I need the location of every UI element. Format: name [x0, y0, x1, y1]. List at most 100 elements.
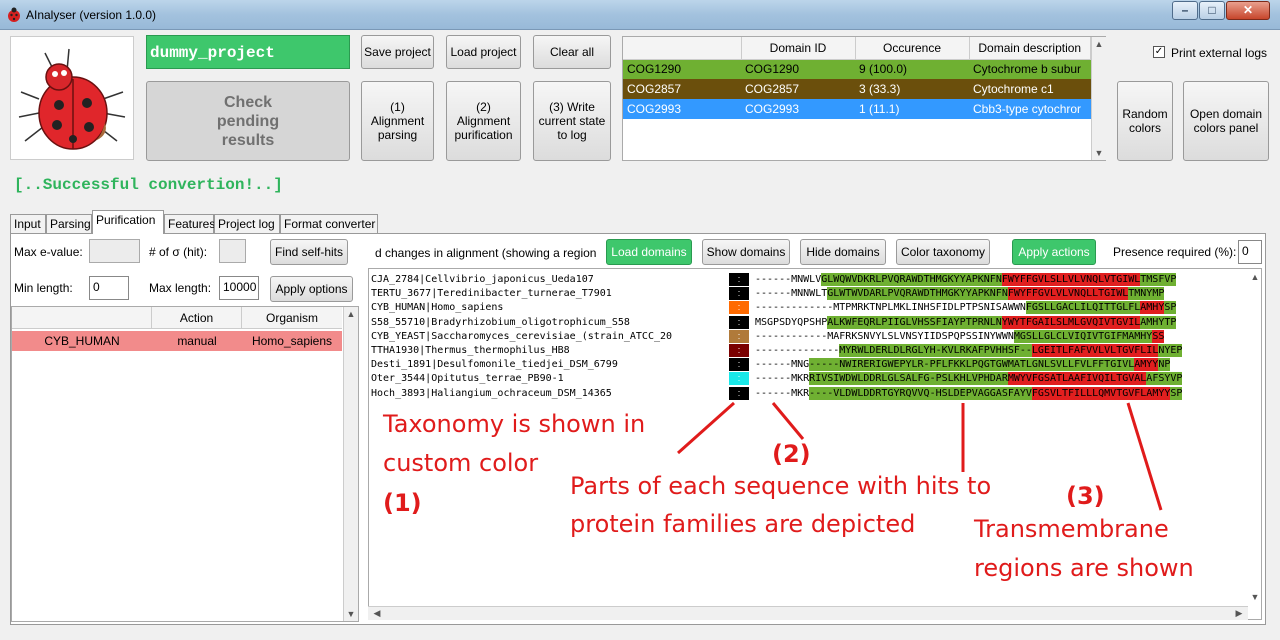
sequence-segment: MRKTNPLMKLINHSFIDLPTPSNISAWWN: [851, 301, 1026, 315]
sequence-name[interactable]: Hoch_3893|Haliangium_ochraceum_DSM_14365: [371, 387, 612, 399]
minimize-button[interactable]: –: [1172, 1, 1198, 20]
domain-hit-segment: SP: [1170, 386, 1183, 400]
presence-required-label: Presence required (%):: [1113, 245, 1237, 259]
print-logs-checkbox[interactable]: ✓: [1153, 46, 1165, 58]
write-state-label: (3) Write current state to log: [538, 100, 606, 142]
alignment-purification-button[interactable]: (2) Alignment purification: [446, 81, 521, 161]
sequence-segment: ------MKR: [755, 387, 810, 399]
save-project-button[interactable]: Save project: [361, 35, 434, 69]
description-cell: Cytochrome b subur: [973, 62, 1082, 77]
domain-hit-segment: ALKWFEQRLPIIGLVHSSFIAYPTPRNLN: [827, 315, 1002, 329]
presence-required-input[interactable]: 0: [1238, 240, 1262, 264]
max-evalue-input[interactable]: [89, 239, 140, 263]
load-domains-button[interactable]: Load domains: [606, 239, 692, 265]
minimize-icon: –: [1181, 3, 1189, 17]
annotation-number-1: (1): [383, 489, 422, 517]
annotation-number-3: (3): [1066, 482, 1105, 510]
sequence-name[interactable]: CYB_YEAST|Saccharomyces_cerevisiae_(stra…: [371, 330, 673, 342]
close-window-button[interactable]: ✕: [1226, 1, 1270, 20]
sigma-label: # of σ (hit):: [149, 245, 208, 259]
description-cell: Cbb3-type cytochror: [973, 102, 1082, 116]
sequence-name[interactable]: TTHA1930|Thermus_thermophilus_HB8: [371, 345, 570, 356]
col-header-domain-description[interactable]: Domain description: [969, 37, 1091, 60]
sigma-input[interactable]: [219, 239, 246, 263]
scroll-down-icon[interactable]: ▼: [1094, 148, 1104, 158]
alignment-scroll-up-icon[interactable]: ▲: [1250, 272, 1260, 282]
domain-hit-segment: MYRWLDERLDLRGLYH-KVLRKAFPVHHSF--: [839, 344, 1032, 357]
max-length-input[interactable]: 10000: [219, 276, 259, 300]
list-scroll-up-icon[interactable]: ▲: [346, 309, 356, 319]
apply-actions-button[interactable]: Apply actions: [1012, 239, 1096, 265]
sequence-segment: ------------MAFRKSNVYLSLVNSYI: [755, 330, 930, 342]
domain-hit-segment: MGSLLGLCLVIQIVTGIFMAMHY: [1013, 329, 1153, 343]
tab-parsing[interactable]: Parsing: [46, 214, 92, 234]
sequence-segment: ------MKR: [755, 373, 810, 385]
sequence-segment: IDSPQPSSINYWWN: [929, 329, 1014, 343]
clear-all-button[interactable]: Clear all: [533, 35, 611, 69]
domain-hit-segment: RIVSIWDWLDDRLGLSALFG-PSLKHLVPHDAR: [809, 372, 1008, 386]
random-colors-button[interactable]: Random colors: [1117, 81, 1173, 161]
domain-hit-segment: TMNYMP: [1128, 287, 1165, 301]
sequence-name[interactable]: S58_55710|Bradyrhizobium_oligotrophicum_…: [371, 316, 630, 328]
list-item[interactable]: CYB_HUMAN manual Homo_sapiens: [12, 331, 342, 351]
sequence-name[interactable]: CYB_HUMAN|Homo_sapiens: [371, 302, 504, 314]
sequence-name[interactable]: CJA_2784|Cellvibrio_japonicus_Ueda107: [371, 274, 594, 285]
domain-hit-segment: AFSYVP: [1146, 372, 1183, 386]
tab-format-converter[interactable]: Format converter: [280, 214, 378, 234]
tab-project-log[interactable]: Project log: [214, 214, 280, 234]
taxonomy-color-marker: :: [729, 344, 749, 357]
color-taxonomy-button[interactable]: Color taxonomy: [896, 239, 990, 265]
tab-purification[interactable]: Purification: [92, 210, 164, 234]
domains-scrollbar[interactable]: ▲ ▼: [1091, 37, 1106, 160]
list-col-organism[interactable]: Organism: [265, 311, 318, 325]
find-self-hits-button[interactable]: Find self-hits: [270, 239, 348, 265]
alignment-parsing-button[interactable]: (1) Alignment parsing: [361, 81, 434, 161]
col-header-domain-id[interactable]: Domain ID: [741, 37, 856, 60]
domain-colors-panel-button[interactable]: Open domain colors panel: [1183, 81, 1269, 161]
list-item-name: CYB_HUMAN: [44, 334, 120, 348]
occurence-cell: 3 (33.3): [859, 82, 901, 96]
show-domains-button[interactable]: Show domains: [702, 239, 790, 265]
taxonomy-color-marker: :: [729, 287, 749, 301]
domain-id-cell: COG2857: [745, 82, 800, 96]
alignment-hscrollbar[interactable]: ◀ ▶: [368, 606, 1248, 620]
tab-input[interactable]: Input: [10, 214, 46, 234]
sequence-name[interactable]: Desti_1891|Desulfomonile_tiedjei_DSM_679…: [371, 359, 618, 371]
domain-color-cell: COG2993: [627, 102, 682, 116]
maximize-button[interactable]: □: [1199, 1, 1225, 20]
domain-hit-segment: FGSLLGACLILQITTGLFL: [1025, 301, 1141, 315]
check-pending-results-button[interactable]: Check pending results: [146, 81, 350, 161]
apply-options-button[interactable]: Apply options: [270, 276, 353, 302]
sequence-name[interactable]: TERTU_3677|Teredinibacter_turnerae_T7901: [371, 288, 612, 300]
transmembrane-segment: YWYTFGAILSLMLGVQIVTGVIL: [1001, 315, 1141, 329]
window-title: AInalyser (version 1.0.0): [26, 8, 157, 22]
tab-features[interactable]: Features: [164, 214, 215, 234]
purification-list-scrollbar[interactable]: ▲ ▼: [343, 307, 358, 621]
hide-domains-button[interactable]: Hide domains: [800, 239, 886, 265]
scroll-up-icon[interactable]: ▲: [1094, 39, 1104, 49]
min-length-input[interactable]: 0: [89, 276, 129, 300]
sequence-segment: -------------MTP: [755, 302, 852, 314]
list-col-action[interactable]: Action: [152, 307, 242, 328]
taxonomy-color-marker: :: [729, 358, 749, 372]
title-bar: AInalyser (version 1.0.0) – □ ✕: [0, 0, 1280, 30]
list-item-organism: Homo_sapiens: [251, 334, 333, 348]
alignment-info-text: d changes in alignment (showing a region: [375, 246, 597, 260]
list-scroll-down-icon[interactable]: ▼: [346, 609, 356, 619]
domain-hit-segment: TMSFVP: [1140, 273, 1177, 286]
scroll-right-icon[interactable]: ▶: [1235, 608, 1243, 618]
col-header-occurence[interactable]: Occurence: [855, 37, 970, 60]
annotation-parts-line2: protein families are depicted: [570, 510, 916, 538]
load-project-button[interactable]: Load project: [446, 35, 521, 69]
taxonomy-color-marker: :: [729, 329, 749, 343]
write-state-button[interactable]: (3) Write current state to log: [533, 81, 611, 161]
transmembrane-segment: SS: [1152, 329, 1165, 343]
sequence-segment: ------MNWLV: [755, 274, 822, 285]
project-name-field[interactable]: dummy_project: [146, 35, 350, 69]
alignment-scroll-down-icon[interactable]: ▼: [1250, 592, 1260, 602]
sequence-name[interactable]: Oter_3544|Opitutus_terrae_PB90-1: [371, 373, 564, 385]
scroll-left-icon[interactable]: ◀: [373, 608, 381, 618]
